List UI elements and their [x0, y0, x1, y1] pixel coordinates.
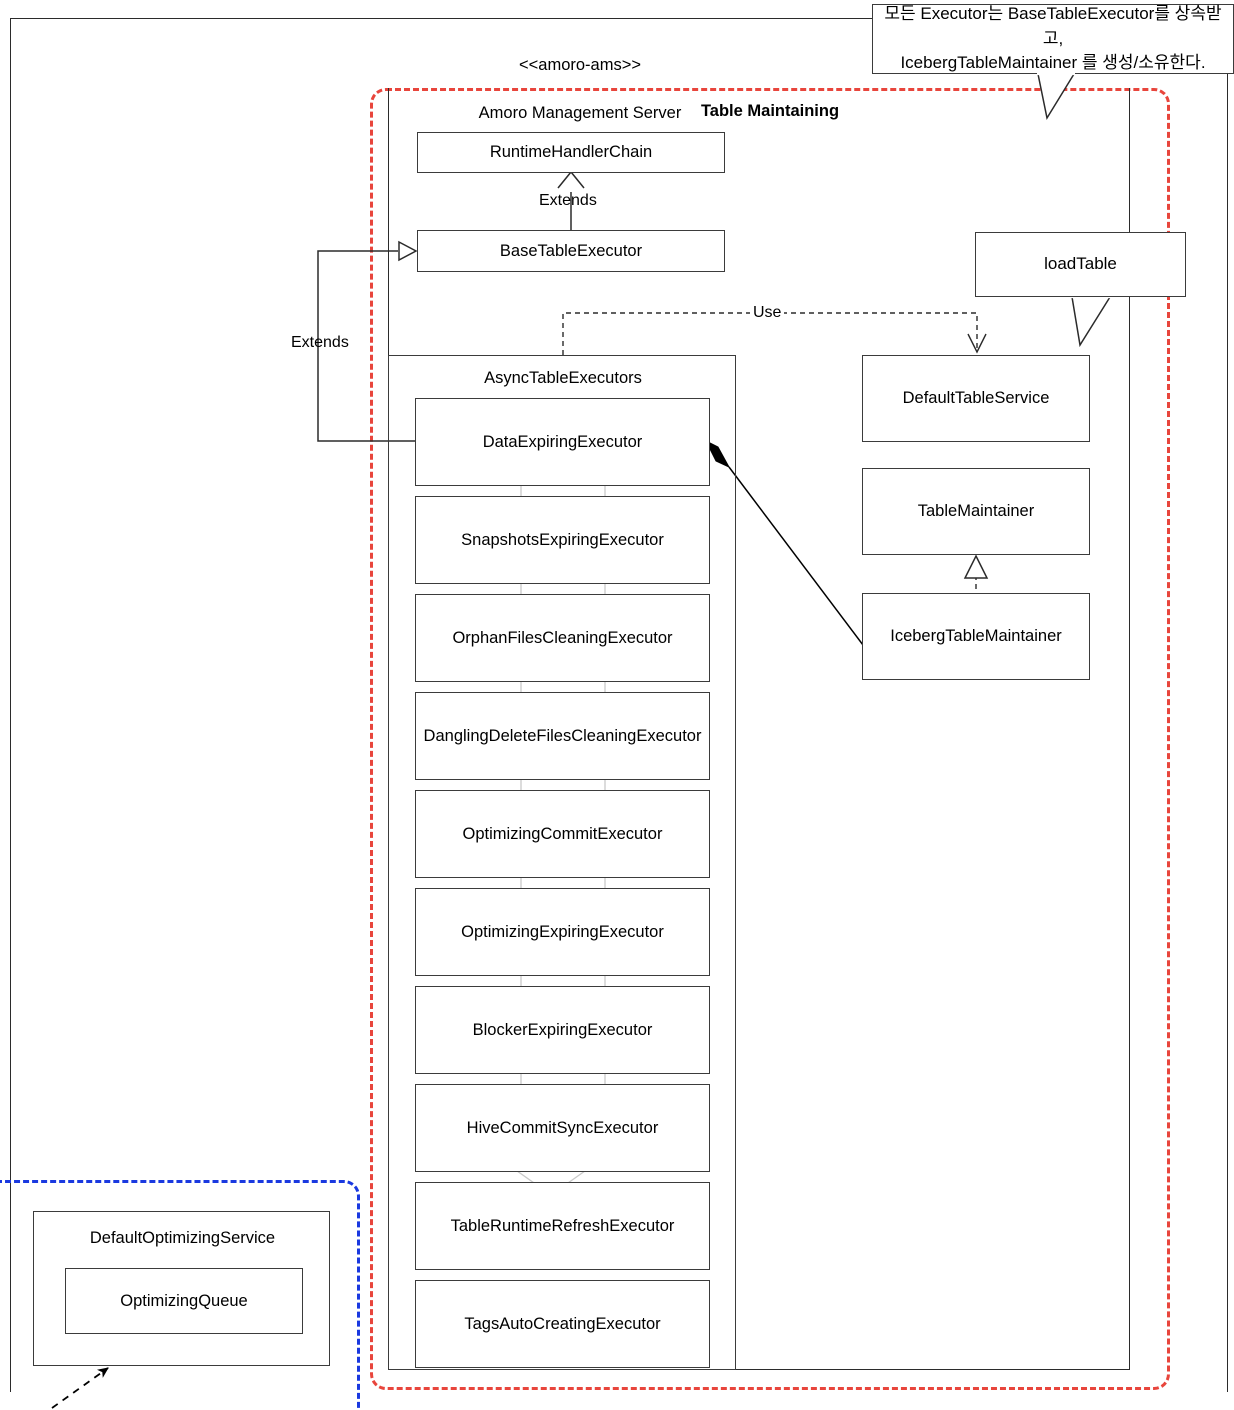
executor-label: DanglingDeleteFilesCleaningExecutor	[423, 726, 702, 745]
executor-box[interactable]: TagsAutoCreatingExecutor	[415, 1280, 710, 1368]
edge-label-extends-executors: Extends	[291, 334, 349, 351]
edge-label-use: Use	[750, 304, 785, 322]
outer-container-right-edge	[1226, 18, 1228, 1392]
executor-box[interactable]: OptimizingExpiringExecutor	[415, 888, 710, 976]
executor-label: HiveCommitSyncExecutor	[466, 1118, 659, 1137]
executor-label: OptimizingExpiringExecutor	[461, 922, 664, 941]
edge-label-extends-chain: Extends	[539, 192, 597, 209]
blue-group-optimizing	[0, 1180, 360, 1410]
class-default-table-service[interactable]: DefaultTableService	[862, 355, 1090, 442]
executor-label: SnapshotsExpiringExecutor	[461, 530, 664, 549]
outer-container-title: <<amoro-ams>> Amoro Management Server	[300, 30, 860, 126]
class-runtime-handler-chain[interactable]: RuntimeHandlerChain	[417, 132, 725, 173]
load-table-callout: loadTable	[975, 232, 1186, 297]
class-iceberg-table-maintainer[interactable]: IcebergTableMaintainer	[862, 593, 1090, 680]
executor-label: OrphanFilesCleaningExecutor	[452, 628, 673, 647]
executor-box[interactable]: BlockerExpiringExecutor	[415, 986, 710, 1074]
executor-box[interactable]: DanglingDeleteFilesCleaningExecutor	[415, 692, 710, 780]
outer-container-name: Amoro Management Server	[478, 103, 682, 122]
executor-label: DataExpiringExecutor	[482, 432, 643, 451]
class-table-maintainer[interactable]: TableMaintainer	[862, 468, 1090, 555]
red-group-table-maintaining	[370, 88, 1170, 1390]
default-optimizing-service-title: DefaultOptimizingService	[89, 1229, 276, 1247]
executor-label: TableRuntimeRefreshExecutor	[450, 1216, 675, 1235]
executor-box[interactable]: OrphanFilesCleaningExecutor	[415, 594, 710, 682]
executor-label: TagsAutoCreatingExecutor	[464, 1314, 661, 1333]
class-async-table-executors[interactable]: AsyncTableExecutors	[388, 355, 736, 1370]
executor-box[interactable]: TableRuntimeRefreshExecutor	[415, 1182, 710, 1270]
executor-box[interactable]: OptimizingCommitExecutor	[415, 790, 710, 878]
executor-label: OptimizingCommitExecutor	[462, 824, 663, 843]
executor-label: BlockerExpiringExecutor	[472, 1020, 653, 1039]
korean-note-callout: 모든 Executor는 BaseTableExecutor를 상속받고, Ic…	[872, 4, 1234, 74]
outer-container-amoro-ams	[10, 18, 1228, 1392]
class-optimizing-queue[interactable]: OptimizingQueue	[65, 1268, 303, 1334]
class-base-table-executor[interactable]: BaseTableExecutor	[417, 230, 725, 272]
async-table-executors-title: AsyncTableExecutors	[484, 369, 642, 387]
outer-container-stereotype: <<amoro-ams>>	[519, 55, 641, 74]
class-default-optimizing-service[interactable]: DefaultOptimizingService	[33, 1211, 330, 1366]
red-group-title: Table Maintaining	[700, 102, 840, 120]
executor-box[interactable]: DataExpiringExecutor	[415, 398, 710, 486]
executor-box[interactable]: SnapshotsExpiringExecutor	[415, 496, 710, 584]
executor-box[interactable]: HiveCommitSyncExecutor	[415, 1084, 710, 1172]
